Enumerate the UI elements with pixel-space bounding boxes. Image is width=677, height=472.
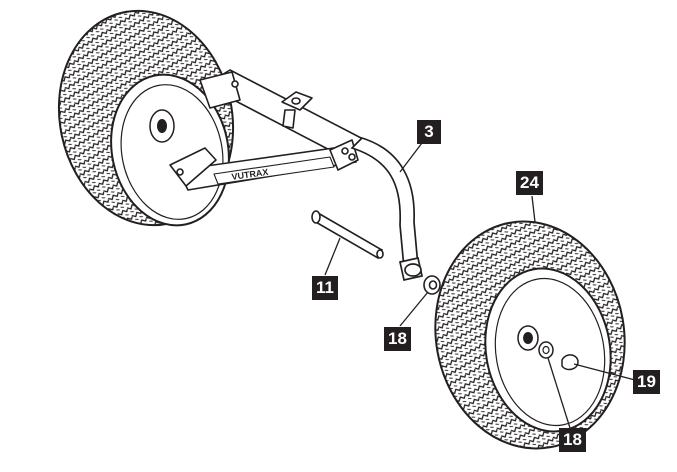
callout-part-19: 19 bbox=[633, 370, 660, 394]
washer-lower bbox=[538, 341, 554, 359]
axle-pin bbox=[311, 210, 384, 260]
washer-upper bbox=[423, 275, 441, 295]
callout-part-24: 24 bbox=[516, 171, 543, 195]
leader-24 bbox=[531, 195, 536, 223]
leader-lines bbox=[324, 138, 636, 429]
callout-part-11: 11 bbox=[312, 276, 338, 300]
leader-11 bbox=[324, 237, 341, 276]
logo-plate bbox=[213, 156, 335, 185]
curved-arm bbox=[350, 137, 424, 282]
retaining-clip bbox=[561, 354, 579, 371]
callout-part-18-lower: 18 bbox=[559, 428, 586, 452]
leader-18-lower bbox=[547, 357, 571, 429]
left-wheel bbox=[57, 9, 235, 227]
leader-18-upper bbox=[399, 291, 429, 327]
leader-3 bbox=[399, 138, 426, 173]
leader-19 bbox=[573, 363, 636, 381]
frame-assembly: VUTRAX bbox=[169, 69, 366, 191]
callout-part-18-upper: 18 bbox=[384, 327, 411, 351]
callout-part-3: 3 bbox=[417, 120, 441, 144]
right-wheel bbox=[434, 220, 626, 450]
